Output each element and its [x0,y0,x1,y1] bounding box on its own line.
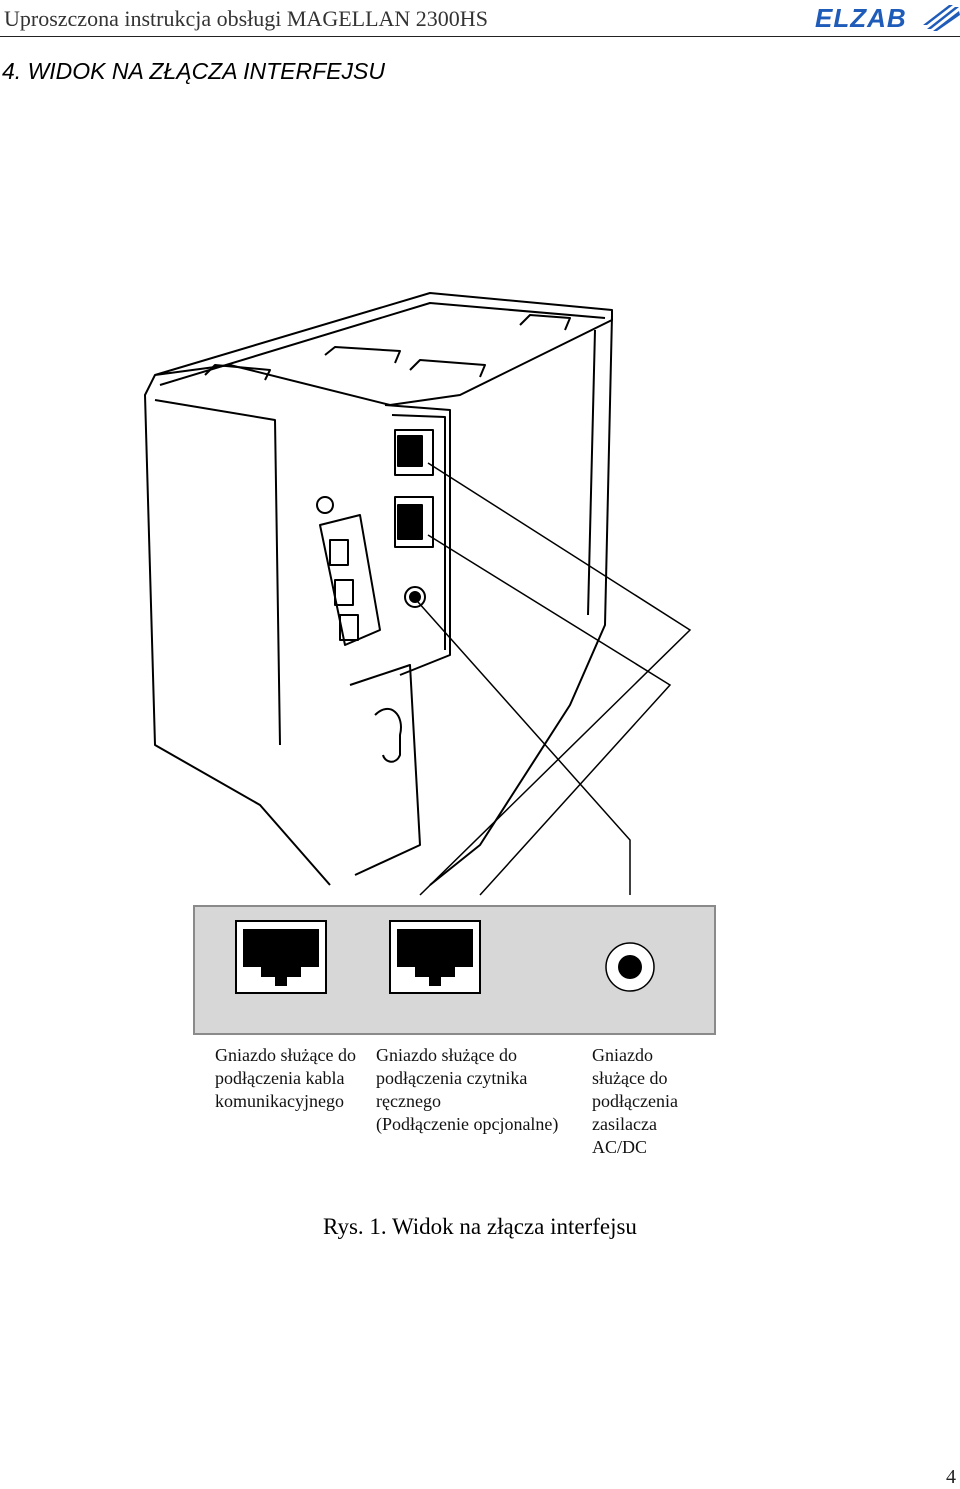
label-line: (Podłączenie opcjonalne) [376,1114,559,1134]
label-line: Gniazdo służące do [215,1045,356,1065]
label-line: komunikacyjnego [215,1091,344,1111]
label-line: podłączenia kabla [215,1068,345,1088]
label-line: Gniazdo służące do [376,1045,517,1065]
label-line: podłączenia czytnika [376,1068,528,1088]
section-heading: 4. WIDOK NA ZŁĄCZA INTERFEJSU [2,58,385,84]
communication-socket-icon [235,920,327,994]
connector-panel-drawing [235,920,655,994]
handheld-reader-socket-icon [389,920,481,994]
label-communication-socket: Gniazdo służące do podłączenia kabla kom… [215,1044,356,1113]
label-line: ręcznego [376,1091,441,1111]
label-line: Gniazdo [592,1045,653,1065]
label-power-socket: Gniazdo służące do podłączenia zasilacza… [592,1044,678,1159]
figure-caption: Rys. 1. Widok na złącza interfejsu [323,1214,637,1239]
scanner-device-illustration [144,292,692,896]
elzab-logo: ELZAB [815,3,960,35]
connector-panel [193,905,716,1035]
document-header-title: Uproszczona instrukcja obsługi MAGELLAN … [4,6,488,31]
label-line: służące do [592,1068,668,1088]
elzab-logo-text: ELZAB [815,3,907,33]
power-socket-icon [605,942,655,992]
label-line: zasilacza [592,1114,657,1134]
label-line: podłączenia [592,1091,678,1111]
label-line: AC/DC [592,1137,648,1157]
label-handheld-reader-socket: Gniazdo służące do podłączenia czytnika … [376,1044,558,1136]
header-rule [0,36,960,37]
page-number: 4 [946,1466,956,1488]
elzab-logo-stripes [923,5,960,31]
